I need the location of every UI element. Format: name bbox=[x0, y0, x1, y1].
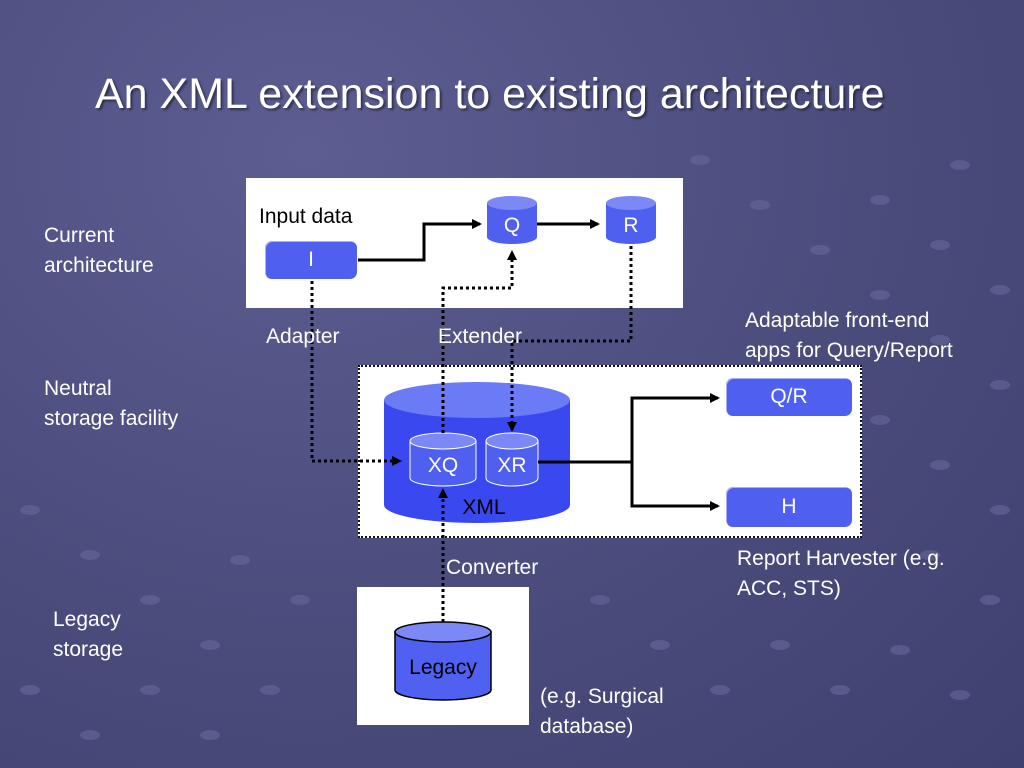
surgical-note-line-2: database) bbox=[540, 715, 634, 738]
harvester-note: Report Harvester (e.g. ACC, STS) bbox=[737, 544, 945, 604]
slide-title: An XML extension to existing architectur… bbox=[95, 70, 885, 118]
adapter-label: Adapter bbox=[266, 325, 340, 348]
harvester-note-line-1: Report Harvester (e.g. bbox=[737, 547, 945, 570]
legacy-label-line-1: Legacy bbox=[53, 608, 121, 631]
current-label-line-1: Current bbox=[44, 224, 115, 247]
r-label: R bbox=[623, 214, 639, 237]
xml-label: XML bbox=[462, 496, 506, 519]
adaptable-note-line-1: Adaptable front-end bbox=[745, 309, 930, 332]
legacy-db-label: Legacy bbox=[409, 656, 477, 679]
legacy-storage-label: Legacy storage bbox=[53, 605, 123, 665]
legacy-label-line-2: storage bbox=[53, 638, 124, 661]
neutral-storage-label: Neutral storage facility bbox=[44, 374, 178, 434]
xr-label: XR bbox=[497, 454, 527, 477]
q-label: Q bbox=[503, 214, 521, 237]
legacy-cylinder bbox=[394, 621, 492, 701]
adapter-connector bbox=[310, 281, 402, 466]
harvester-note-line-2: ACC, STS) bbox=[737, 577, 841, 600]
input-node-i: I bbox=[265, 241, 357, 279]
adaptable-note-line-2: apps for Query/Report bbox=[745, 339, 953, 362]
h-node: H bbox=[726, 487, 852, 527]
extender-connector bbox=[441, 250, 517, 433]
converter-label: Converter bbox=[446, 556, 539, 579]
surgical-note: (e.g. Surgical database) bbox=[540, 682, 664, 742]
xml-cylinder bbox=[384, 382, 570, 523]
current-label-line-2: architecture bbox=[44, 254, 154, 277]
to-h-connector bbox=[630, 462, 720, 511]
xr-cylinder bbox=[485, 432, 539, 487]
xq-label: XQ bbox=[427, 454, 459, 477]
q-cylinder bbox=[487, 196, 537, 244]
neutral-label-line-2: storage facility bbox=[44, 407, 179, 430]
qr-node: Q/R bbox=[726, 378, 852, 416]
surgical-note-line-1: (e.g. Surgical bbox=[540, 685, 664, 708]
r-cylinder bbox=[606, 196, 656, 244]
r-to-xr-connector bbox=[507, 246, 633, 432]
current-architecture-label: Current architecture bbox=[44, 221, 154, 281]
to-qr-connector bbox=[630, 393, 720, 462]
xq-cylinder bbox=[409, 432, 477, 487]
neutral-label-line-1: Neutral bbox=[44, 377, 112, 400]
adaptable-note: Adaptable front-end apps for Query/Repor… bbox=[745, 306, 953, 366]
i-to-q-connector bbox=[358, 219, 482, 262]
input-data-label: Input data bbox=[259, 205, 353, 228]
extender-label: Extender bbox=[438, 325, 523, 348]
